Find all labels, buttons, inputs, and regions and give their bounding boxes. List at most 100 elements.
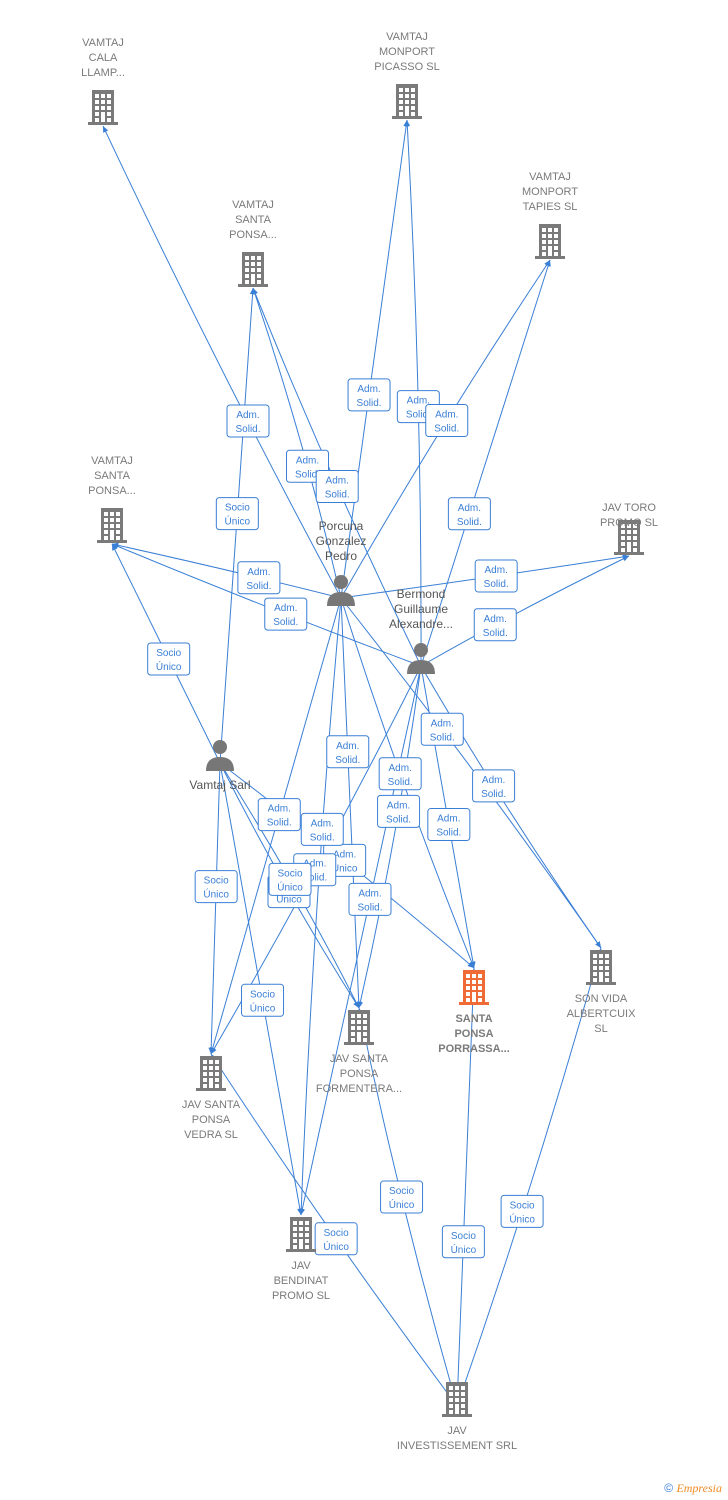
person-node-vamtajsarl[interactable]: Vamtaj Sarl	[189, 740, 251, 792]
relation-edge	[299, 665, 422, 1216]
edge-label[interactable]: Adm.Solid.	[472, 769, 516, 803]
edge-label-text: Solid.	[273, 617, 298, 628]
edge-label[interactable]: Adm. Solid.	[226, 404, 270, 438]
edge-label-text: Solid.	[483, 628, 508, 639]
edge-label[interactable]: Adm.Solid.	[474, 559, 518, 593]
edge-label-text: Adm.	[458, 503, 481, 514]
edge-label[interactable]: Adm.Solid.	[264, 597, 308, 631]
edge-label[interactable]: Adm.Solid.	[300, 812, 344, 846]
building-icon	[196, 1056, 226, 1091]
building-icon	[392, 84, 422, 119]
relation-edge	[298, 597, 342, 1216]
company-name: PORRASSA...	[438, 1043, 510, 1055]
edge-label[interactable]: Adm. Solid.	[326, 735, 370, 769]
edge-label-text: Solid.	[388, 777, 413, 788]
edge-label-text: Socio	[324, 1228, 349, 1239]
company-name: SON VIDA	[575, 993, 628, 1005]
edge-label-box	[377, 794, 421, 828]
edge-label-text: Único	[156, 660, 182, 673]
edge-label-text: Único	[225, 515, 251, 528]
company-node-formentera[interactable]: JAV SANTAPONSAFORMENTERA...	[316, 1010, 402, 1095]
edge-label-text: Unico	[332, 863, 358, 874]
copyright-symbol: ©	[664, 1481, 674, 1495]
company-name: JAV SANTA	[182, 1099, 241, 1111]
edge-label[interactable]: Adm.Solid.	[378, 757, 422, 791]
edge-label-text: Solid.	[302, 873, 327, 884]
edge-label[interactable]: Adm. Solid.	[473, 608, 517, 642]
edge-label[interactable]: Adm.Solid.	[447, 497, 491, 531]
person-name: Gonzalez	[316, 534, 367, 548]
company-node-cala[interactable]: VAMTAJCALALLAMP...	[81, 37, 125, 125]
edge-label-box	[147, 642, 191, 676]
edge-label-text: Adm.	[484, 614, 507, 625]
person-name: Guillaume	[394, 602, 448, 616]
person-name: Alexandre...	[389, 617, 453, 631]
building-icon	[97, 508, 127, 543]
edge-label[interactable]: Adm.Solid.	[257, 798, 301, 832]
edge-label[interactable]: Adm.Solid.	[237, 561, 281, 595]
relation-edge	[111, 543, 422, 667]
edge-label-text: Solid.	[335, 755, 360, 766]
edge-label[interactable]: Adm.Solid.	[427, 808, 471, 842]
relation-edge	[357, 665, 422, 1009]
footer-brand[interactable]: © Empresia	[664, 1481, 722, 1496]
company-node-porrassa[interactable]: SANTAPONSAPORRASSA...	[438, 970, 510, 1055]
person-node-bermond[interactable]: BermondGuillaumeAlexandre...	[389, 587, 453, 674]
edge-label-text: Solid.	[386, 814, 411, 825]
edge-label[interactable]: Adm.Solid.	[347, 378, 391, 412]
company-name: SANTA	[235, 214, 272, 226]
company-name: VAMTAJ	[232, 199, 274, 211]
edge-label-text: Adm.	[303, 859, 326, 870]
edge-label[interactable]: Adm.Solid.	[420, 712, 464, 746]
edge-label-text: Solid.	[295, 469, 320, 480]
company-name: PONSA	[340, 1068, 379, 1080]
edge-label-text: Solid.	[484, 579, 509, 590]
edge-label[interactable]: Adm.Solid.	[425, 404, 469, 438]
edge-label-box	[348, 882, 392, 916]
company-name: TAPIES SL	[523, 201, 578, 213]
edge-label-text: Adm.	[336, 741, 359, 752]
brand-name: Empresia	[676, 1481, 722, 1495]
edge-label-text: Adm.	[358, 888, 381, 899]
person-icon	[327, 575, 355, 606]
edge-label[interactable]: Adm.Solid.	[315, 469, 359, 503]
edge-label-text: Solid.	[235, 424, 260, 435]
edge-label-text: Adm.	[236, 410, 259, 421]
edge-label-box	[472, 769, 516, 803]
edge-label-box	[268, 862, 312, 896]
person-name: Bermond	[397, 587, 446, 601]
building-icon	[459, 970, 489, 1005]
company-node-sp2[interactable]: VAMTAJSANTAPONSA...	[88, 455, 136, 543]
person-name: Pedro	[325, 549, 357, 563]
building-icon	[442, 1382, 472, 1417]
relation-edge	[340, 119, 409, 599]
edge-label-box	[314, 1222, 358, 1256]
edge-label[interactable]: Adm.Solid.	[377, 794, 421, 828]
relation-edge	[208, 762, 221, 1055]
edge-label-box	[447, 497, 491, 531]
company-name: PONSA...	[229, 229, 277, 241]
company-name: VAMTAJ	[82, 37, 124, 49]
building-icon	[286, 1217, 316, 1252]
company-node-sp1[interactable]: VAMTAJ SANTA PONSA...	[229, 199, 277, 287]
relation-edge	[420, 259, 551, 667]
edge-label-text: Único	[451, 1243, 477, 1256]
edge-label[interactable]: Adm.Solid.	[348, 882, 392, 916]
